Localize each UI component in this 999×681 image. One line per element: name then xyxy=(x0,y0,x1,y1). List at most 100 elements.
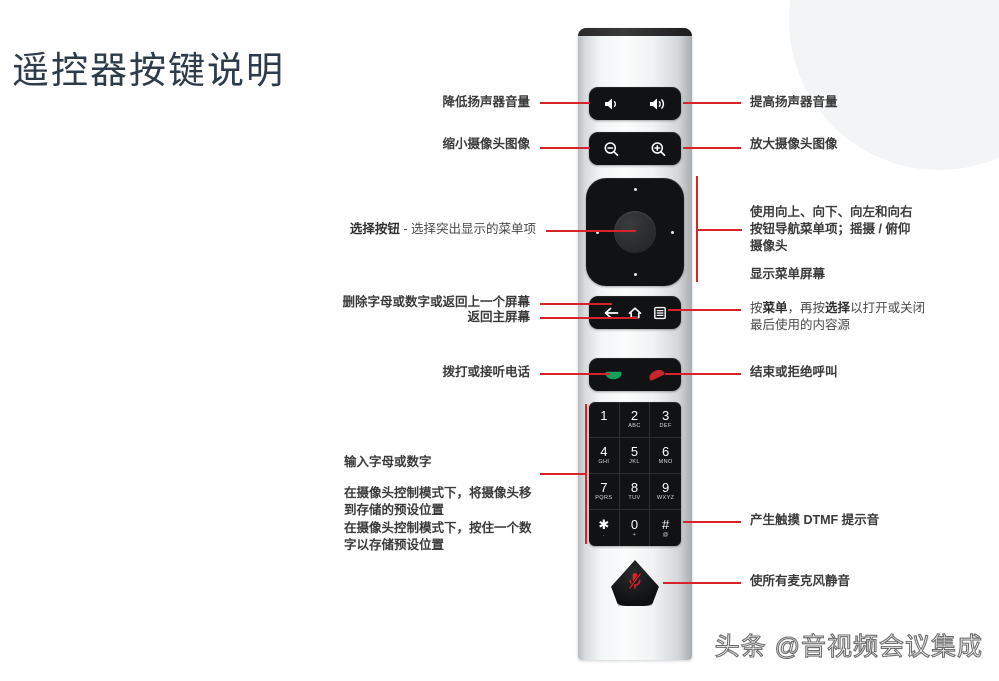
remote-control-body: 1 2 ABC 3 DEF 4 GHI 5 JKL xyxy=(578,28,692,660)
key-digit: 8 xyxy=(630,480,639,495)
key-hash[interactable]: # @ xyxy=(650,510,681,546)
menu-label-bold-select: 选择 xyxy=(825,301,851,315)
key-digit: 0 xyxy=(630,516,639,532)
dpad-down-indicator[interactable] xyxy=(633,273,637,276)
watermark: 头条 @音视频会议集成 xyxy=(714,632,983,661)
label-enter-letters-digits: 输入字母或数字 xyxy=(344,455,432,469)
label-camera-preset-store-line2: 字以存储预设位置 xyxy=(344,538,445,552)
key-subtitle: ABC xyxy=(628,423,641,429)
label-dpad-navigate-line3: 摄像头 xyxy=(750,239,788,253)
leader-line-keypad xyxy=(540,473,587,475)
leader-line-dpad-navigate xyxy=(696,229,742,231)
label-back-delete: 删除字母或数字或返回上一个屏幕 xyxy=(342,295,530,309)
key-subtitle: + xyxy=(632,531,637,538)
leader-line-volume-down xyxy=(540,102,590,104)
menu-label-mid: ，再按 xyxy=(787,301,826,315)
red-handset-icon[interactable] xyxy=(645,369,667,381)
key-digit: 9 xyxy=(662,480,670,495)
label-camera-preset-store-line1: 在摄像头控制模式下，按住一个数 xyxy=(344,521,532,535)
key-digit: # xyxy=(662,516,670,532)
key-subtitle: TUV xyxy=(628,495,641,501)
key-8[interactable]: 8 TUV xyxy=(619,474,651,510)
label-select-button: 选择按钮 - 选择突出显示的菜单项 xyxy=(180,221,536,238)
key-subtitle: MNO xyxy=(658,459,673,465)
key-digit: 2 xyxy=(630,408,639,423)
magnifier-minus-icon[interactable] xyxy=(603,141,620,157)
key-subtitle: GHI xyxy=(598,459,610,465)
label-select-button-bold: 选择按钮 xyxy=(349,222,400,236)
menu-list-icon[interactable] xyxy=(653,306,667,320)
select-button[interactable] xyxy=(614,211,656,253)
camera-zoom-rocker-button[interactable] xyxy=(589,132,681,165)
key-0[interactable]: 0 + xyxy=(620,510,651,546)
key-subtitle: JKL xyxy=(629,459,640,465)
label-dpad-navigate: 使用向上、向下、向左和向右 按钮导航菜单项；摇摄 / 俯仰 摄像头 xyxy=(750,204,985,255)
label-camera-preset-recall-line1: 在摄像头控制模式下，将摄像头移 xyxy=(344,486,532,500)
label-end-reject-call: 结束或拒绝呼叫 xyxy=(750,365,838,379)
key-digit: 4 xyxy=(600,444,608,459)
label-select-button-rest: - 选择突出显示的菜单项 xyxy=(399,222,536,236)
key-digit: 6 xyxy=(662,444,670,459)
key-4[interactable]: 4 GHI xyxy=(589,438,620,474)
back-arrow-icon[interactable] xyxy=(603,306,620,319)
key-digit: 7 xyxy=(600,480,608,495)
key-1[interactable]: 1 xyxy=(589,402,620,438)
magnifier-plus-icon[interactable] xyxy=(650,141,667,157)
page-title: 遥控器按键说明 xyxy=(12,50,285,91)
dpad-up-indicator[interactable] xyxy=(633,188,637,191)
menu-label-pre: 按 xyxy=(750,301,763,315)
leader-line-menu-select xyxy=(668,309,741,311)
mute-button[interactable] xyxy=(611,560,659,606)
label-camera-preset-store: 在摄像头控制模式下，按住一个数 字以存储预设位置 xyxy=(344,520,559,554)
key-6[interactable]: 6 MNO xyxy=(650,438,681,474)
label-menu-select-content-line1: 按菜单，再按选择以打开或关闭 xyxy=(750,300,990,317)
label-show-menu-screen: 显示菜单屏幕 xyxy=(750,267,826,281)
leader-line-end-call xyxy=(665,373,741,375)
label-menu-select-content-line2: 最后使用的内容源 xyxy=(750,318,851,332)
label-home: 返回主屏幕 xyxy=(467,310,530,324)
key-9[interactable]: 9 WXYZ xyxy=(650,474,681,510)
key-7[interactable]: 7 PQRS xyxy=(589,474,620,510)
label-camera-preset-recall: 在摄像头控制模式下，将摄像头移 到存储的预设位置 xyxy=(344,485,559,519)
key-subtitle: @ xyxy=(662,531,669,538)
key-5[interactable]: 5 JKL xyxy=(619,438,651,474)
key-star[interactable]: ✱ . xyxy=(589,510,620,546)
key-subtitle: WXYZ xyxy=(656,495,675,501)
label-volume-up: 提高扬声器音量 xyxy=(750,95,838,109)
key-digit: 1 xyxy=(600,408,608,423)
microphone-muted-icon[interactable] xyxy=(627,571,643,596)
navigation-dpad[interactable] xyxy=(586,178,684,286)
label-zoom-in: 放大摄像头图像 xyxy=(750,137,838,151)
label-dpad-navigate-line1: 使用向上、向下、向左和向右 xyxy=(750,205,913,219)
key-digit: 3 xyxy=(662,408,670,423)
key-subtitle: PQRS xyxy=(595,495,613,501)
leader-line-place-call xyxy=(540,373,610,375)
key-2[interactable]: 2 ABC xyxy=(619,402,651,438)
leader-line-home xyxy=(540,317,638,319)
navigation-row-buttons[interactable] xyxy=(589,296,681,329)
label-zoom-out: 缩小摄像头图像 xyxy=(442,137,530,151)
dial-keypad[interactable]: 1 2 ABC 3 DEF 4 GHI 5 JKL xyxy=(589,402,681,546)
label-camera-preset-recall-line2: 到存储的预设位置 xyxy=(344,503,445,517)
keypad-grid: 1 2 ABC 3 DEF 4 GHI 5 JKL xyxy=(589,402,681,546)
label-place-answer-call: 拨打或接听电话 xyxy=(442,365,530,379)
key-digit: 5 xyxy=(630,444,639,459)
speaker-plus-icon[interactable] xyxy=(648,96,667,111)
leader-line-back-delete xyxy=(540,303,612,305)
menu-label-bold-menu: 菜单 xyxy=(762,301,788,315)
remote-ir-window xyxy=(578,28,692,36)
key-3[interactable]: 3 DEF xyxy=(650,402,681,438)
label-menu-select-content: 按菜单，再按选择以打开或关闭 最后使用的内容源 xyxy=(750,300,990,334)
leader-line-mute xyxy=(663,582,741,584)
speaker-minus-icon[interactable] xyxy=(603,96,620,111)
key-subtitle: DEF xyxy=(659,423,672,429)
label-dtmf-tones: 产生触摸 DTMF 提示音 xyxy=(750,513,880,527)
key-subtitle: . xyxy=(602,531,605,538)
leader-line-dtmf xyxy=(683,521,741,523)
volume-rocker-button[interactable] xyxy=(589,87,681,120)
dpad-right-indicator[interactable] xyxy=(671,230,674,234)
dpad-left-indicator[interactable] xyxy=(596,230,599,234)
menu-label-post: 以打开或关闭 xyxy=(850,301,926,315)
label-mute-microphones: 使所有麦克风静音 xyxy=(750,574,851,588)
